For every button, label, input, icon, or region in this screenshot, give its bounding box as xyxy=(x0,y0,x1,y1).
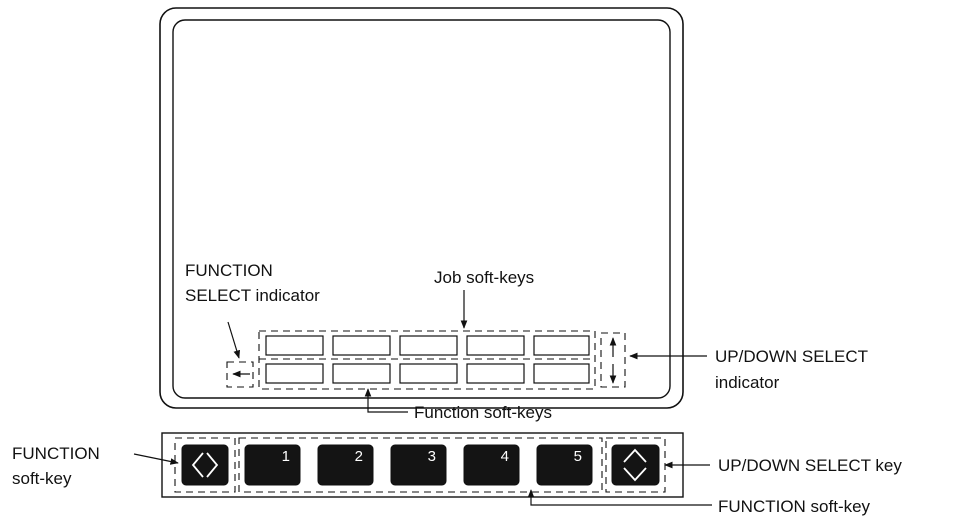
function-soft-key-left-label-line1: FUNCTION xyxy=(12,444,100,463)
callout-job-soft-keys: Job soft-keys xyxy=(434,268,534,329)
screen-bezel-outer xyxy=(159,7,684,409)
up-down-select-indicator-frame xyxy=(600,332,626,388)
key-number: 3 xyxy=(428,448,436,465)
function-soft-key-row xyxy=(265,363,590,384)
job-soft-key-row xyxy=(265,335,590,356)
callout-function-soft-keys: Function soft-keys xyxy=(364,388,552,422)
callout-function-select-indicator: FUNCTION SELECT indicator xyxy=(185,261,320,359)
numbered-keys-dash-frame xyxy=(238,437,603,493)
down-chevron-icon xyxy=(623,467,647,482)
job-soft-key-cell xyxy=(265,335,324,356)
up-down-select-key-button[interactable] xyxy=(611,444,660,486)
key-number: 5 xyxy=(574,448,582,465)
callout-function-soft-key-left: FUNCTION soft-key xyxy=(12,444,179,488)
function-key-dash-frame xyxy=(174,437,236,493)
function-soft-key-cell xyxy=(399,363,458,384)
key-number: 2 xyxy=(355,448,363,465)
function-select-indicator-leader xyxy=(227,321,241,359)
function-soft-key-button[interactable] xyxy=(181,444,229,486)
callout-function-soft-key-bottom: FUNCTION soft-key xyxy=(527,489,871,516)
job-soft-keys-label: Job soft-keys xyxy=(434,268,534,287)
numbered-key-3[interactable]: 3 xyxy=(390,444,447,486)
function-select-indicator xyxy=(226,361,254,388)
function-soft-keys-label: Function soft-keys xyxy=(414,403,552,422)
function-soft-key-left-leader xyxy=(133,453,179,465)
function-soft-key-cell xyxy=(466,363,525,384)
function-soft-key-cell xyxy=(265,363,324,384)
numbered-key-5[interactable]: 5 xyxy=(536,444,593,486)
numbered-key-4[interactable]: 4 xyxy=(463,444,520,486)
callout-up-down-select-indicator: UP/DOWN SELECT indicator xyxy=(629,347,868,392)
function-soft-keys-leader xyxy=(364,388,408,413)
soft-key-group-frame xyxy=(258,330,596,390)
keypad: 1 2 3 4 5 xyxy=(161,432,684,498)
job-soft-key-cell xyxy=(533,335,590,356)
up-down-select-key-label: UP/DOWN SELECT key xyxy=(718,456,902,475)
function-soft-key-bottom-leader xyxy=(527,489,712,506)
soft-key-cells xyxy=(258,330,596,390)
function-soft-key-left-label-line2: soft-key xyxy=(12,469,72,488)
numbered-key-1[interactable]: 1 xyxy=(244,444,301,486)
display-screen xyxy=(159,7,684,409)
function-soft-key-bottom-label: FUNCTION soft-key xyxy=(718,497,871,516)
job-soft-key-cell xyxy=(332,335,391,356)
callout-up-down-select-key: UP/DOWN SELECT key xyxy=(664,456,902,475)
up-down-select-indicator-label-line1: UP/DOWN SELECT xyxy=(715,347,868,366)
up-chevron-icon xyxy=(623,448,647,463)
job-soft-key-cell xyxy=(466,335,525,356)
up-down-select-indicator-label-line2: indicator xyxy=(715,373,780,392)
screen-bezel-inner xyxy=(172,19,671,399)
function-select-indicator-label-line2: SELECT indicator xyxy=(185,286,320,305)
key-number: 1 xyxy=(282,448,290,465)
function-select-indicator-label-line1: FUNCTION xyxy=(185,261,273,280)
function-soft-key-cell xyxy=(332,363,391,384)
job-soft-key-cell xyxy=(399,335,458,356)
function-select-indicator-frame xyxy=(226,361,254,388)
key-number: 4 xyxy=(501,448,509,465)
left-chevron-icon xyxy=(191,452,204,478)
up-down-select-indicator xyxy=(600,332,626,388)
numbered-key-2[interactable]: 2 xyxy=(317,444,374,486)
function-soft-key-cell xyxy=(533,363,590,384)
right-chevron-icon xyxy=(206,452,219,478)
